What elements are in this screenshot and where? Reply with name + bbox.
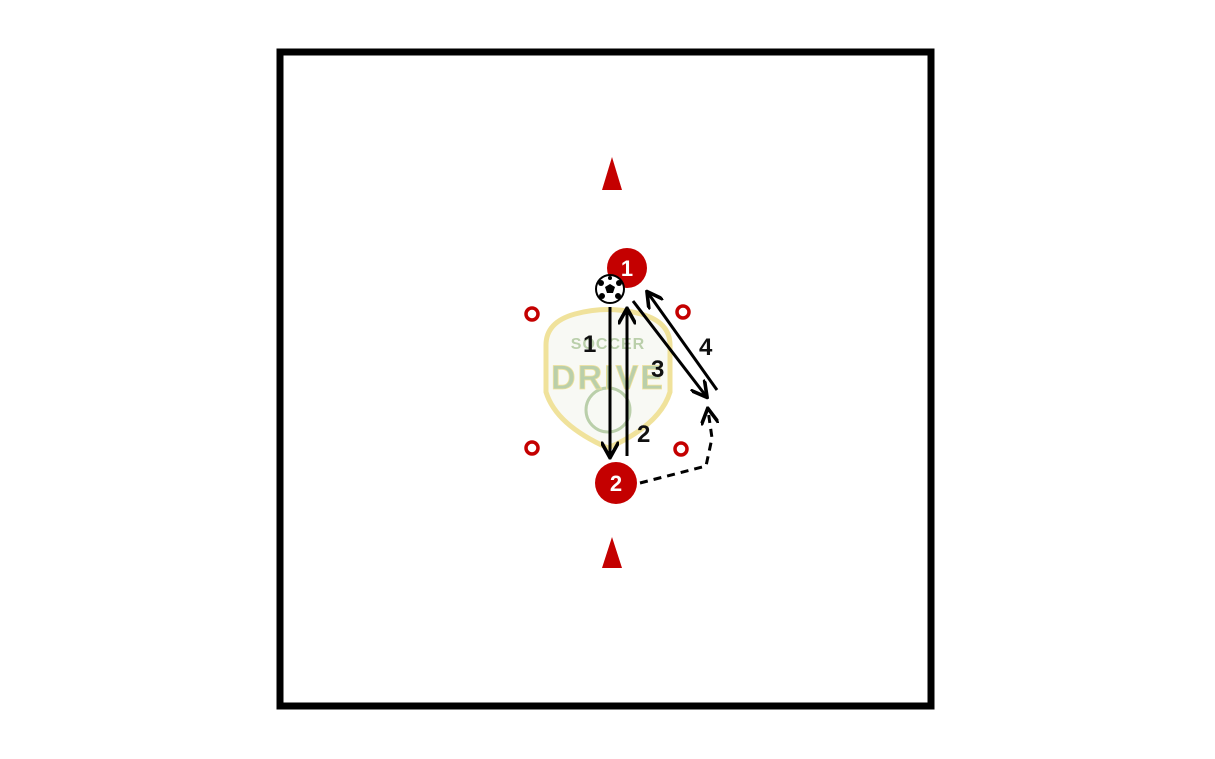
player-2-disc xyxy=(595,462,637,504)
pass-label-1: 1 xyxy=(583,331,596,358)
watermark-line-1: SOCCER xyxy=(571,336,645,353)
pass-label-4: 4 xyxy=(699,334,713,361)
watermark-line-2: DRIVE xyxy=(551,359,665,397)
pass-label-2: 2 xyxy=(637,421,650,448)
player-2-label: 2 xyxy=(610,471,622,496)
player-2: 2 xyxy=(595,462,637,504)
soccer-drive-watermark: SOCCER DRIVE xyxy=(543,307,673,451)
pass-arrow-4 xyxy=(648,293,719,391)
cone-icon xyxy=(602,157,622,190)
pass-label-3: 3 xyxy=(651,356,664,383)
cone-icon xyxy=(602,537,622,568)
disc-marker-icon xyxy=(524,440,540,456)
disc-marker-icon xyxy=(524,306,540,322)
disc-marker-icon xyxy=(673,441,689,457)
player-1-label: 1 xyxy=(621,256,633,281)
soccer-ball-icon xyxy=(595,274,625,304)
disc-marker-icon xyxy=(675,304,691,320)
pass-arrow-3 xyxy=(631,300,706,396)
run-path-player-2 xyxy=(639,410,712,485)
